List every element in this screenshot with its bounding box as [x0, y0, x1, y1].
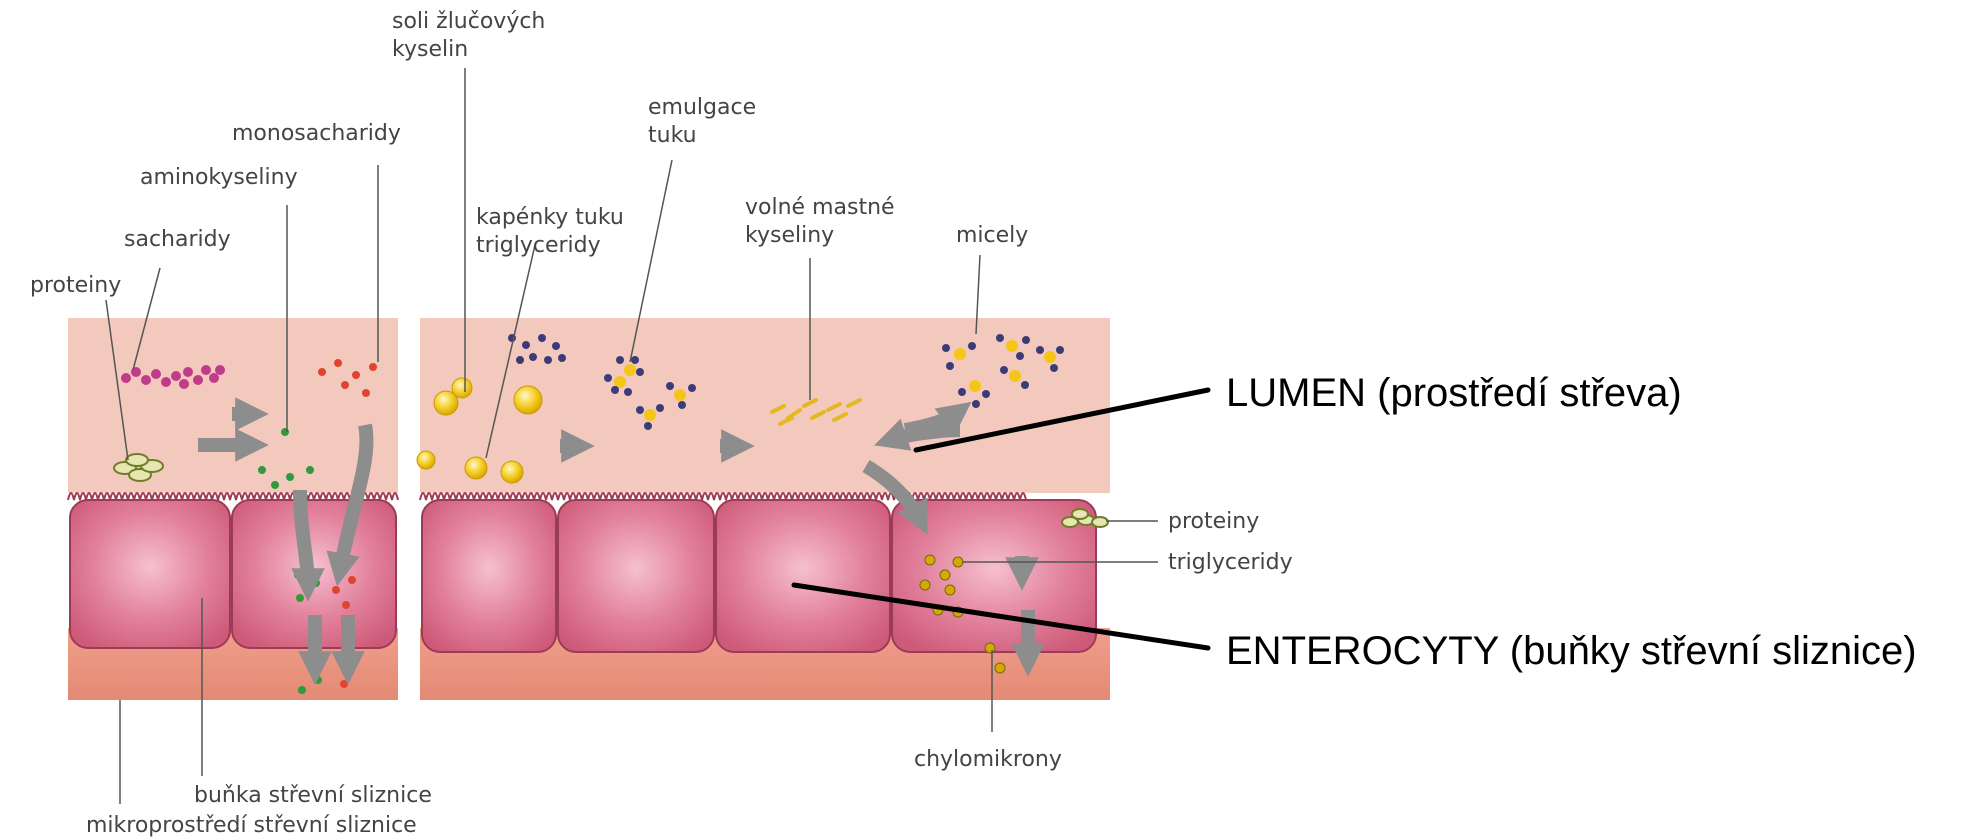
label-triglyceridy: triglyceridy	[1168, 550, 1293, 575]
label-proteiny-left: proteiny	[30, 273, 121, 298]
label-volne-line2: kyseliny	[745, 223, 834, 248]
label-micely: micely	[956, 223, 1028, 248]
label-soli-line1: soli žlučových	[392, 9, 545, 34]
enterocyte-cell	[716, 500, 890, 652]
microvilli-border-left	[68, 493, 398, 500]
label-monosacharidy: monosacharidy	[232, 121, 401, 146]
label-kapenky-line2: triglyceridy	[476, 233, 601, 258]
enterocyte-cells-right	[422, 500, 1096, 652]
label-volne-line1: volné mastné	[745, 195, 895, 220]
label-aminokyseliny: aminokyseliny	[140, 165, 298, 190]
microvilli-border-right	[420, 493, 1026, 500]
enterocyte-cell	[70, 500, 230, 648]
label-bunka: buňka střevní sliznice	[194, 783, 432, 808]
label-sacharidy: sacharidy	[124, 227, 231, 252]
left-panel	[68, 318, 398, 700]
right-panel	[417, 318, 1110, 700]
annotation-enterocyty: ENTEROCYTY (buňky střevní sliznice)	[1226, 629, 1917, 673]
enterocyte-cell	[422, 500, 556, 652]
label-mikroprostredi: mikroprostředí střevní sliznice	[86, 813, 417, 838]
label-emulgace-line1: emulgace	[648, 95, 756, 120]
label-chylomikrony: chylomikrony	[914, 747, 1062, 772]
label-emulgace-line2: tuku	[648, 123, 697, 148]
label-proteiny-right: proteiny	[1168, 509, 1259, 534]
enterocyte-cell	[558, 500, 714, 652]
label-soli-line2: kyselin	[392, 37, 468, 62]
label-kapenky-line1: kapénky tuku	[476, 205, 624, 230]
annotation-lumen: LUMEN (prostředí střeva)	[1226, 371, 1682, 415]
